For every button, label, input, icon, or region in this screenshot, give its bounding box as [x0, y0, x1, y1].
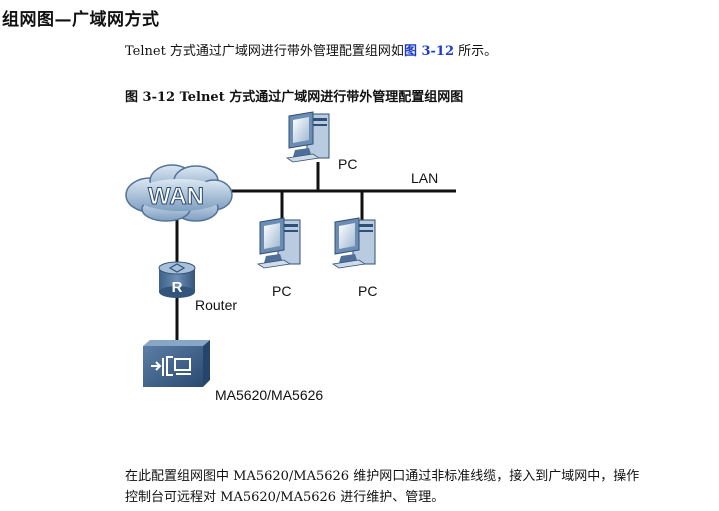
router-label: Router	[195, 297, 237, 313]
pc-left-label: PC	[272, 283, 291, 299]
ma5620-device-icon	[143, 340, 210, 387]
svg-text:R: R	[172, 279, 183, 296]
bottom-text-line-2: 控制台可远程对 MA5620/MA5626 进行维护、管理。	[125, 490, 445, 505]
pc-top-icon	[285, 111, 330, 163]
pc-left-icon	[256, 217, 301, 269]
pc-right-label: PC	[358, 283, 377, 299]
figure-caption: 图 3-12 Telnet 方式通过广域网进行带外管理配置组网图	[125, 90, 464, 105]
wan-cloud-icon: WAN	[125, 164, 233, 222]
intro-paragraph: Telnet 方式通过广域网进行带外管理配置组网如图 3-12 所示。	[125, 40, 497, 59]
intro-text-end: 所示。	[454, 44, 498, 59]
pc-right-icon	[331, 217, 376, 269]
section-title: 组网图—广域网方式	[2, 10, 160, 30]
bottom-paragraph: 在此配置组网图中 MA5620/MA5626 维护网口通过非标准线缆，接入到广域…	[125, 466, 710, 508]
router-icon: R	[158, 261, 196, 298]
intro-text: Telnet 方式通过广域网进行带外管理配置组网如	[125, 44, 404, 59]
device-label: MA5620/MA5626	[215, 387, 323, 403]
figure-reference-link[interactable]: 图 3-12	[403, 44, 454, 59]
wan-label: WAN	[148, 183, 204, 210]
bottom-text-line-1: 在此配置组网图中 MA5620/MA5626 维护网口通过非标准线缆，接入到广域…	[125, 469, 640, 484]
lan-label: LAN	[411, 170, 438, 186]
pc-top-label: PC	[338, 156, 357, 172]
